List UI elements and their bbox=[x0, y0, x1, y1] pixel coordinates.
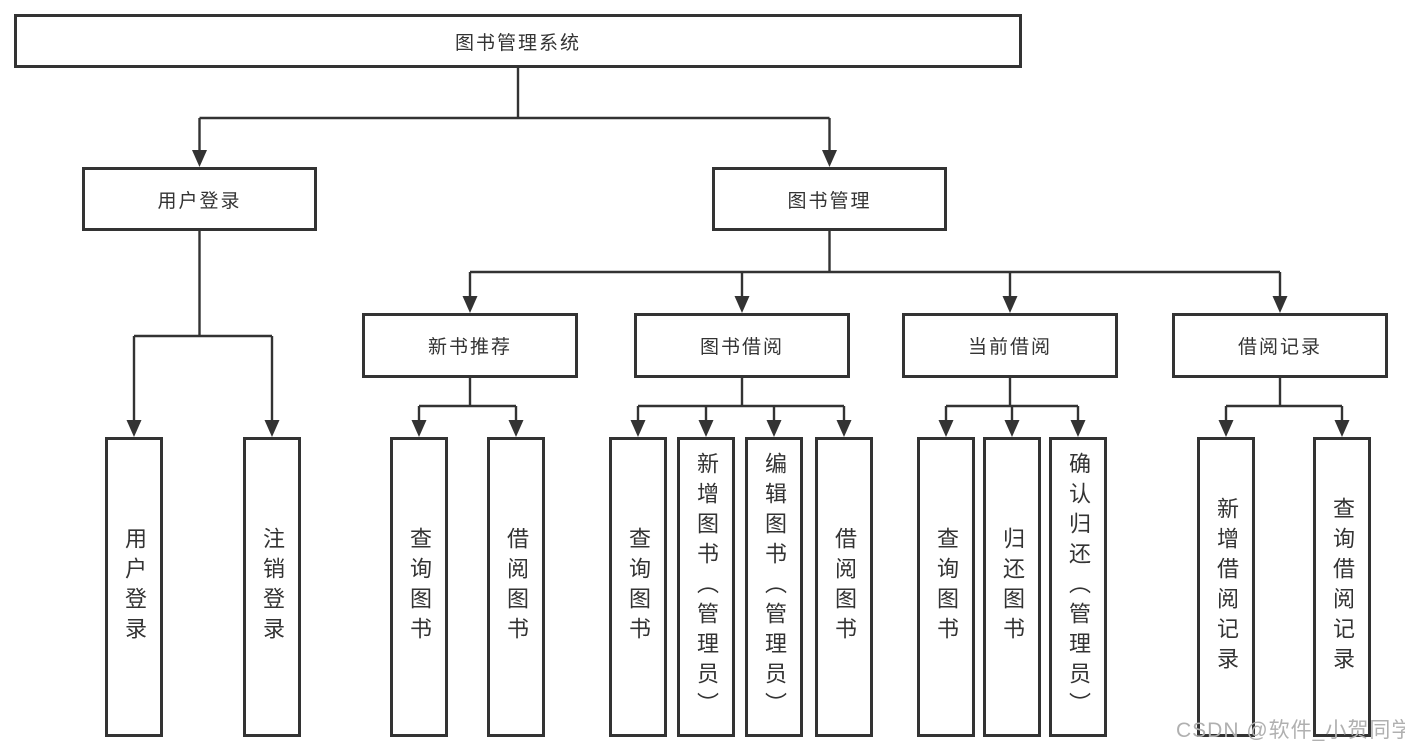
arrowhead-icon bbox=[1070, 420, 1086, 437]
node-current: 当前借阅 bbox=[902, 313, 1118, 378]
node-label-newbook: 新书推荐 bbox=[427, 337, 512, 358]
node-label-nb-borrow: 借阅图书 bbox=[504, 527, 529, 647]
node-label-login: 用户登录 bbox=[157, 190, 242, 212]
node-label-borrow: 图书借阅 bbox=[699, 337, 784, 358]
arrowhead-icon bbox=[1002, 296, 1018, 313]
node-label-rec-add: 新增借阅记录 bbox=[1214, 497, 1239, 677]
node-login-user: 用户登录 bbox=[105, 437, 163, 737]
node-login: 用户登录 bbox=[82, 167, 317, 231]
node-nb-query: 查询图书 bbox=[390, 437, 448, 737]
node-label-nb-query: 查询图书 bbox=[407, 527, 432, 647]
watermark: CSDN @软件_小贺同学 bbox=[1176, 719, 1405, 742]
node-cur-return: 归还图书 bbox=[983, 437, 1041, 737]
node-label-bw-query: 查询图书 bbox=[626, 527, 651, 647]
node-bw-borrow: 借阅图书 bbox=[815, 437, 873, 737]
node-label-login-logout: 注销登录 bbox=[260, 527, 285, 647]
node-label-cur-confirm: 确认归还（管理员） bbox=[1066, 452, 1091, 722]
node-rec-add: 新增借阅记录 bbox=[1197, 437, 1255, 737]
node-nb-borrow: 借阅图书 bbox=[487, 437, 545, 737]
arrowhead-icon bbox=[192, 150, 207, 167]
node-mgmt: 图书管理 bbox=[712, 167, 947, 231]
arrowhead-icon bbox=[630, 420, 646, 437]
node-bw-add: 新增图书（管理员） bbox=[677, 437, 735, 737]
node-cur-query: 查询图书 bbox=[917, 437, 975, 737]
arrowhead-icon bbox=[126, 420, 142, 437]
node-label-cur-return: 归还图书 bbox=[1000, 527, 1025, 647]
node-label-root: 图书管理系统 bbox=[454, 32, 581, 54]
arrowhead-icon bbox=[766, 420, 782, 437]
node-borrow: 图书借阅 bbox=[634, 313, 850, 378]
node-root: 图书管理系统 bbox=[14, 14, 1022, 68]
node-bw-query: 查询图书 bbox=[609, 437, 667, 737]
node-label-login-user: 用户登录 bbox=[122, 527, 147, 647]
node-cur-confirm: 确认归还（管理员） bbox=[1049, 437, 1107, 737]
arrowhead-icon bbox=[734, 296, 750, 313]
node-label-bw-add: 新增图书（管理员） bbox=[694, 452, 719, 722]
arrowhead-icon bbox=[1334, 420, 1350, 437]
arrowhead-icon bbox=[264, 420, 280, 437]
node-label-current: 当前借阅 bbox=[967, 337, 1052, 358]
arrowhead-icon bbox=[822, 150, 837, 167]
node-label-bw-edit: 编辑图书（管理员） bbox=[762, 452, 787, 722]
arrowhead-icon bbox=[698, 420, 714, 437]
node-rec-query: 查询借阅记录 bbox=[1313, 437, 1371, 737]
node-label-rec-query: 查询借阅记录 bbox=[1330, 497, 1355, 677]
arrowhead-icon bbox=[836, 420, 852, 437]
node-label-bw-borrow: 借阅图书 bbox=[832, 527, 857, 647]
node-records: 借阅记录 bbox=[1172, 313, 1388, 378]
arrowhead-icon bbox=[938, 420, 954, 437]
node-label-records: 借阅记录 bbox=[1237, 337, 1322, 358]
arrowhead-icon bbox=[462, 296, 478, 313]
arrowhead-icon bbox=[1218, 420, 1234, 437]
arrowhead-icon bbox=[411, 420, 427, 437]
node-login-logout: 注销登录 bbox=[243, 437, 301, 737]
node-label-cur-query: 查询图书 bbox=[934, 527, 959, 647]
arrowhead-icon bbox=[1004, 420, 1020, 437]
node-newbook: 新书推荐 bbox=[362, 313, 578, 378]
node-bw-edit: 编辑图书（管理员） bbox=[745, 437, 803, 737]
node-label-mgmt: 图书管理 bbox=[787, 190, 872, 212]
arrowhead-icon bbox=[1272, 296, 1288, 313]
arrowhead-icon bbox=[508, 420, 524, 437]
